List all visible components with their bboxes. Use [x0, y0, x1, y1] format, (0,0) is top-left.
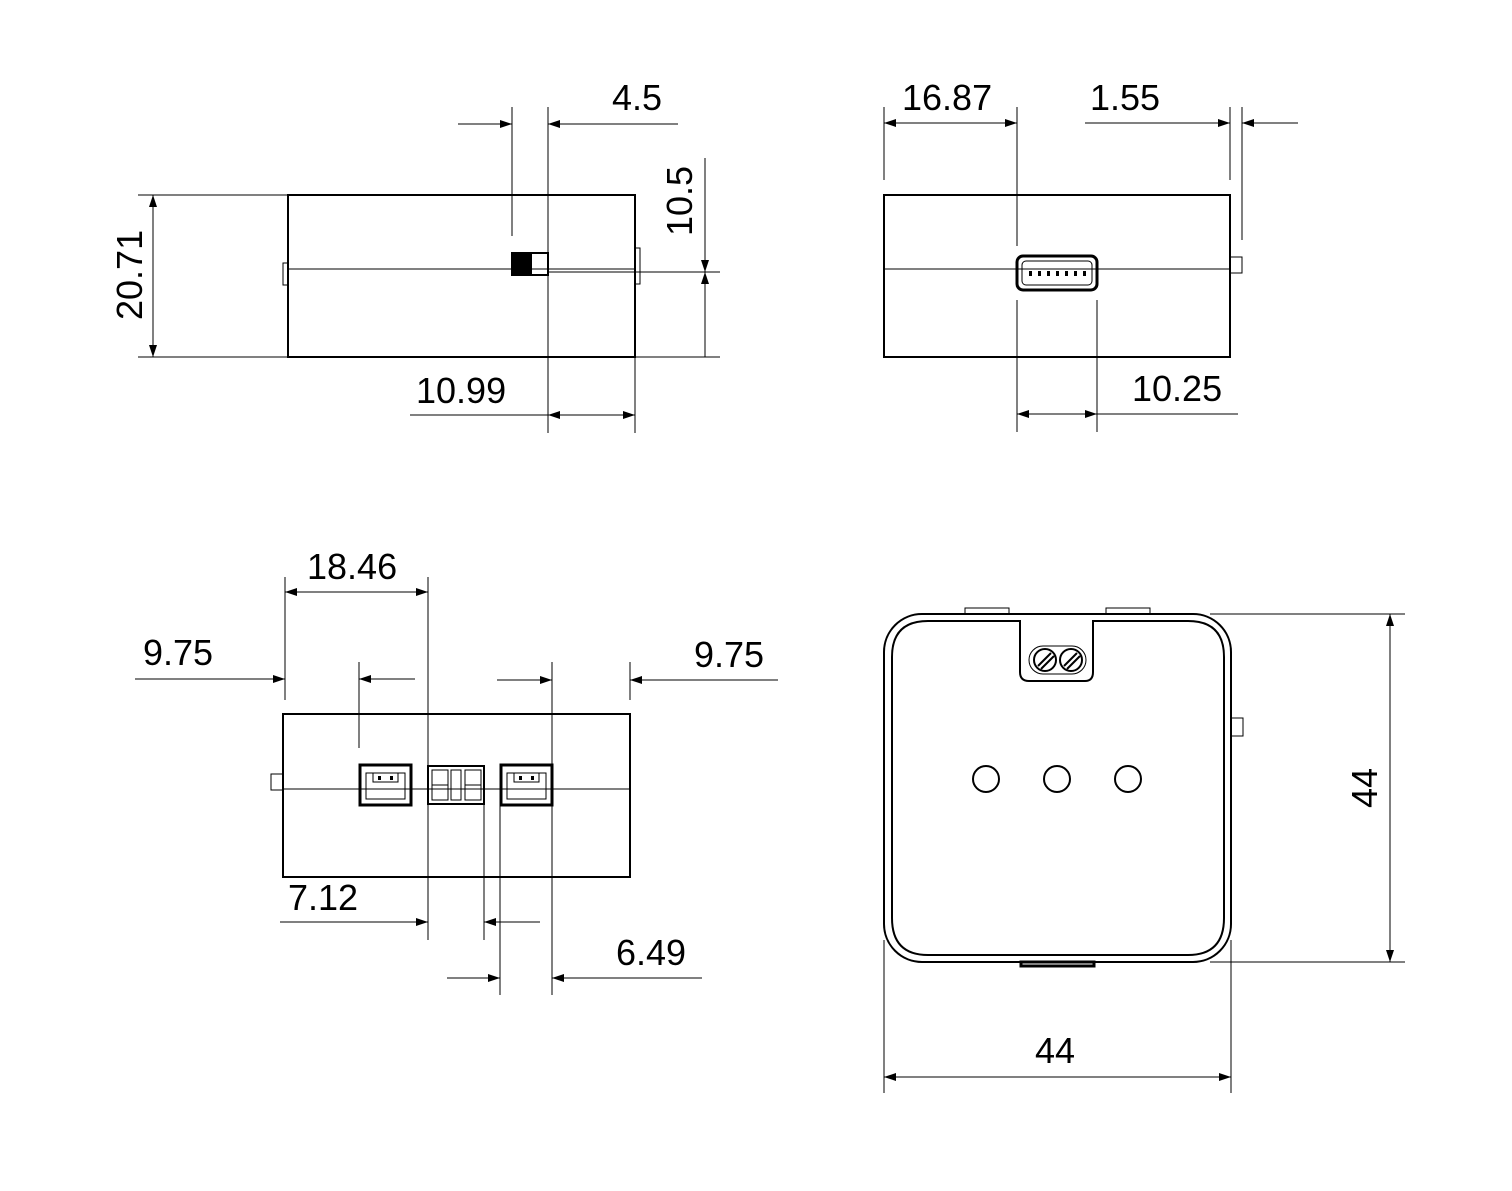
led-hole	[972, 765, 1000, 793]
front-view: 18.46 9.75 9.75 7.12	[135, 546, 778, 995]
dim-label: 18.46	[307, 546, 397, 587]
slide-switch	[511, 252, 549, 276]
housing-outline	[287, 194, 636, 358]
dim-label: 44	[1344, 768, 1385, 808]
housing-outer	[883, 613, 1232, 963]
led-hole	[1043, 765, 1071, 793]
dim-44-height: 44	[1210, 613, 1405, 963]
housing-outline	[282, 713, 631, 878]
top-tab-left	[964, 607, 1010, 615]
terminal-screws	[1028, 645, 1087, 675]
dim-9-75-right: 9.75	[497, 634, 778, 995]
bottom-tab	[1019, 960, 1096, 968]
dim-label: 44	[1035, 1030, 1075, 1071]
dim-label: 7.12	[288, 877, 358, 918]
dim-7-12: 7.12	[280, 804, 540, 940]
connector-right	[499, 763, 554, 807]
led-hole	[1114, 765, 1142, 793]
housing-outline	[883, 194, 1231, 358]
dim-20-71: 20.71	[109, 194, 288, 358]
dim-16-87: 16.87	[883, 77, 1018, 246]
dim-label: 10.99	[416, 370, 506, 411]
side-pin	[1230, 717, 1244, 737]
dim-1-55: 1.55	[1085, 77, 1298, 240]
side-tab-left	[282, 262, 289, 286]
side-tab-right	[634, 247, 641, 285]
dim-9-75-left: 9.75	[135, 632, 415, 748]
dim-label: 10.5	[659, 166, 700, 236]
side-view-right: 16.87 1.55 10.25	[883, 77, 1298, 432]
side-view-left: 4.5 10.5 20.71 10.99	[109, 77, 720, 433]
housing-inner	[891, 620, 1225, 956]
dim-label: 9.75	[694, 634, 764, 675]
side-pin	[1229, 256, 1243, 274]
dim-label: 9.75	[143, 632, 213, 673]
dim-label: 6.49	[616, 932, 686, 973]
dim-label: 1.55	[1090, 77, 1160, 118]
connector-left	[358, 763, 413, 807]
dim-10-5: 10.5	[635, 158, 720, 358]
connector-center	[427, 765, 485, 805]
side-pin	[270, 773, 284, 791]
top-tab-right	[1105, 607, 1151, 615]
dim-label: 16.87	[902, 77, 992, 118]
dim-6-49: 6.49	[447, 804, 702, 995]
dim-label: 4.5	[612, 77, 662, 118]
dim-44-width: 44	[883, 940, 1232, 1093]
dim-label: 10.25	[1132, 368, 1222, 409]
dim-10-99: 10.99	[410, 357, 636, 433]
top-view: 44 44	[883, 607, 1405, 1093]
dim-label: 20.71	[109, 230, 150, 320]
dim-4-5: 4.5	[458, 77, 678, 433]
dim-10-25: 10.25	[1016, 300, 1238, 432]
usb-port	[1015, 254, 1099, 292]
dim-18-46: 18.46	[284, 546, 429, 940]
